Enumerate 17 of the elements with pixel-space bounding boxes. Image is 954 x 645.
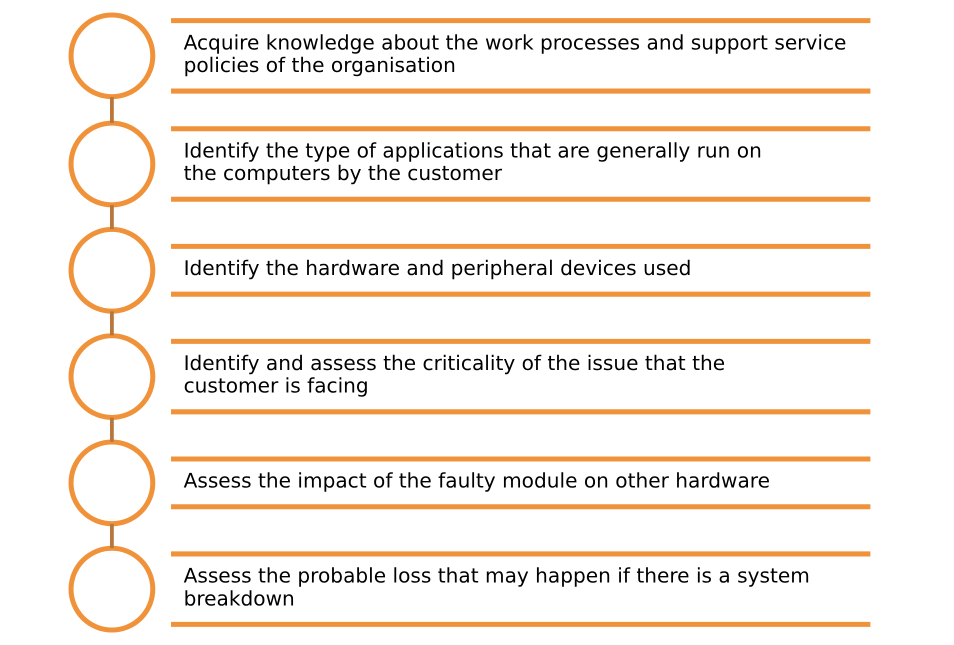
connector	[110, 97, 114, 124]
node-circle	[68, 333, 156, 420]
node-text: Assess the probable loss that may happen if there is a system breakdown	[184, 564, 810, 610]
node-text: Identify the type of applications that are generally run on the computers by the customer	[184, 138, 762, 186]
node-circle	[68, 546, 156, 633]
node-text: Identify the hardware and peripheral devices used	[184, 256, 692, 280]
node-text: Assess the impact of the faulty module on other hardware	[184, 468, 770, 493]
node-circle	[68, 120, 156, 208]
connector	[110, 418, 114, 442]
node-circle	[68, 226, 156, 314]
node-text: Acquire knowledge about the work processes and support service policies of the organisation	[184, 30, 846, 77]
connector	[110, 205, 114, 230]
connector	[110, 311, 114, 336]
node-circle	[68, 439, 156, 526]
connector	[110, 524, 114, 548]
node-circle	[68, 12, 156, 100]
node-text: Identify and assess the criticality of the issue that the customer is facing	[184, 351, 726, 398]
